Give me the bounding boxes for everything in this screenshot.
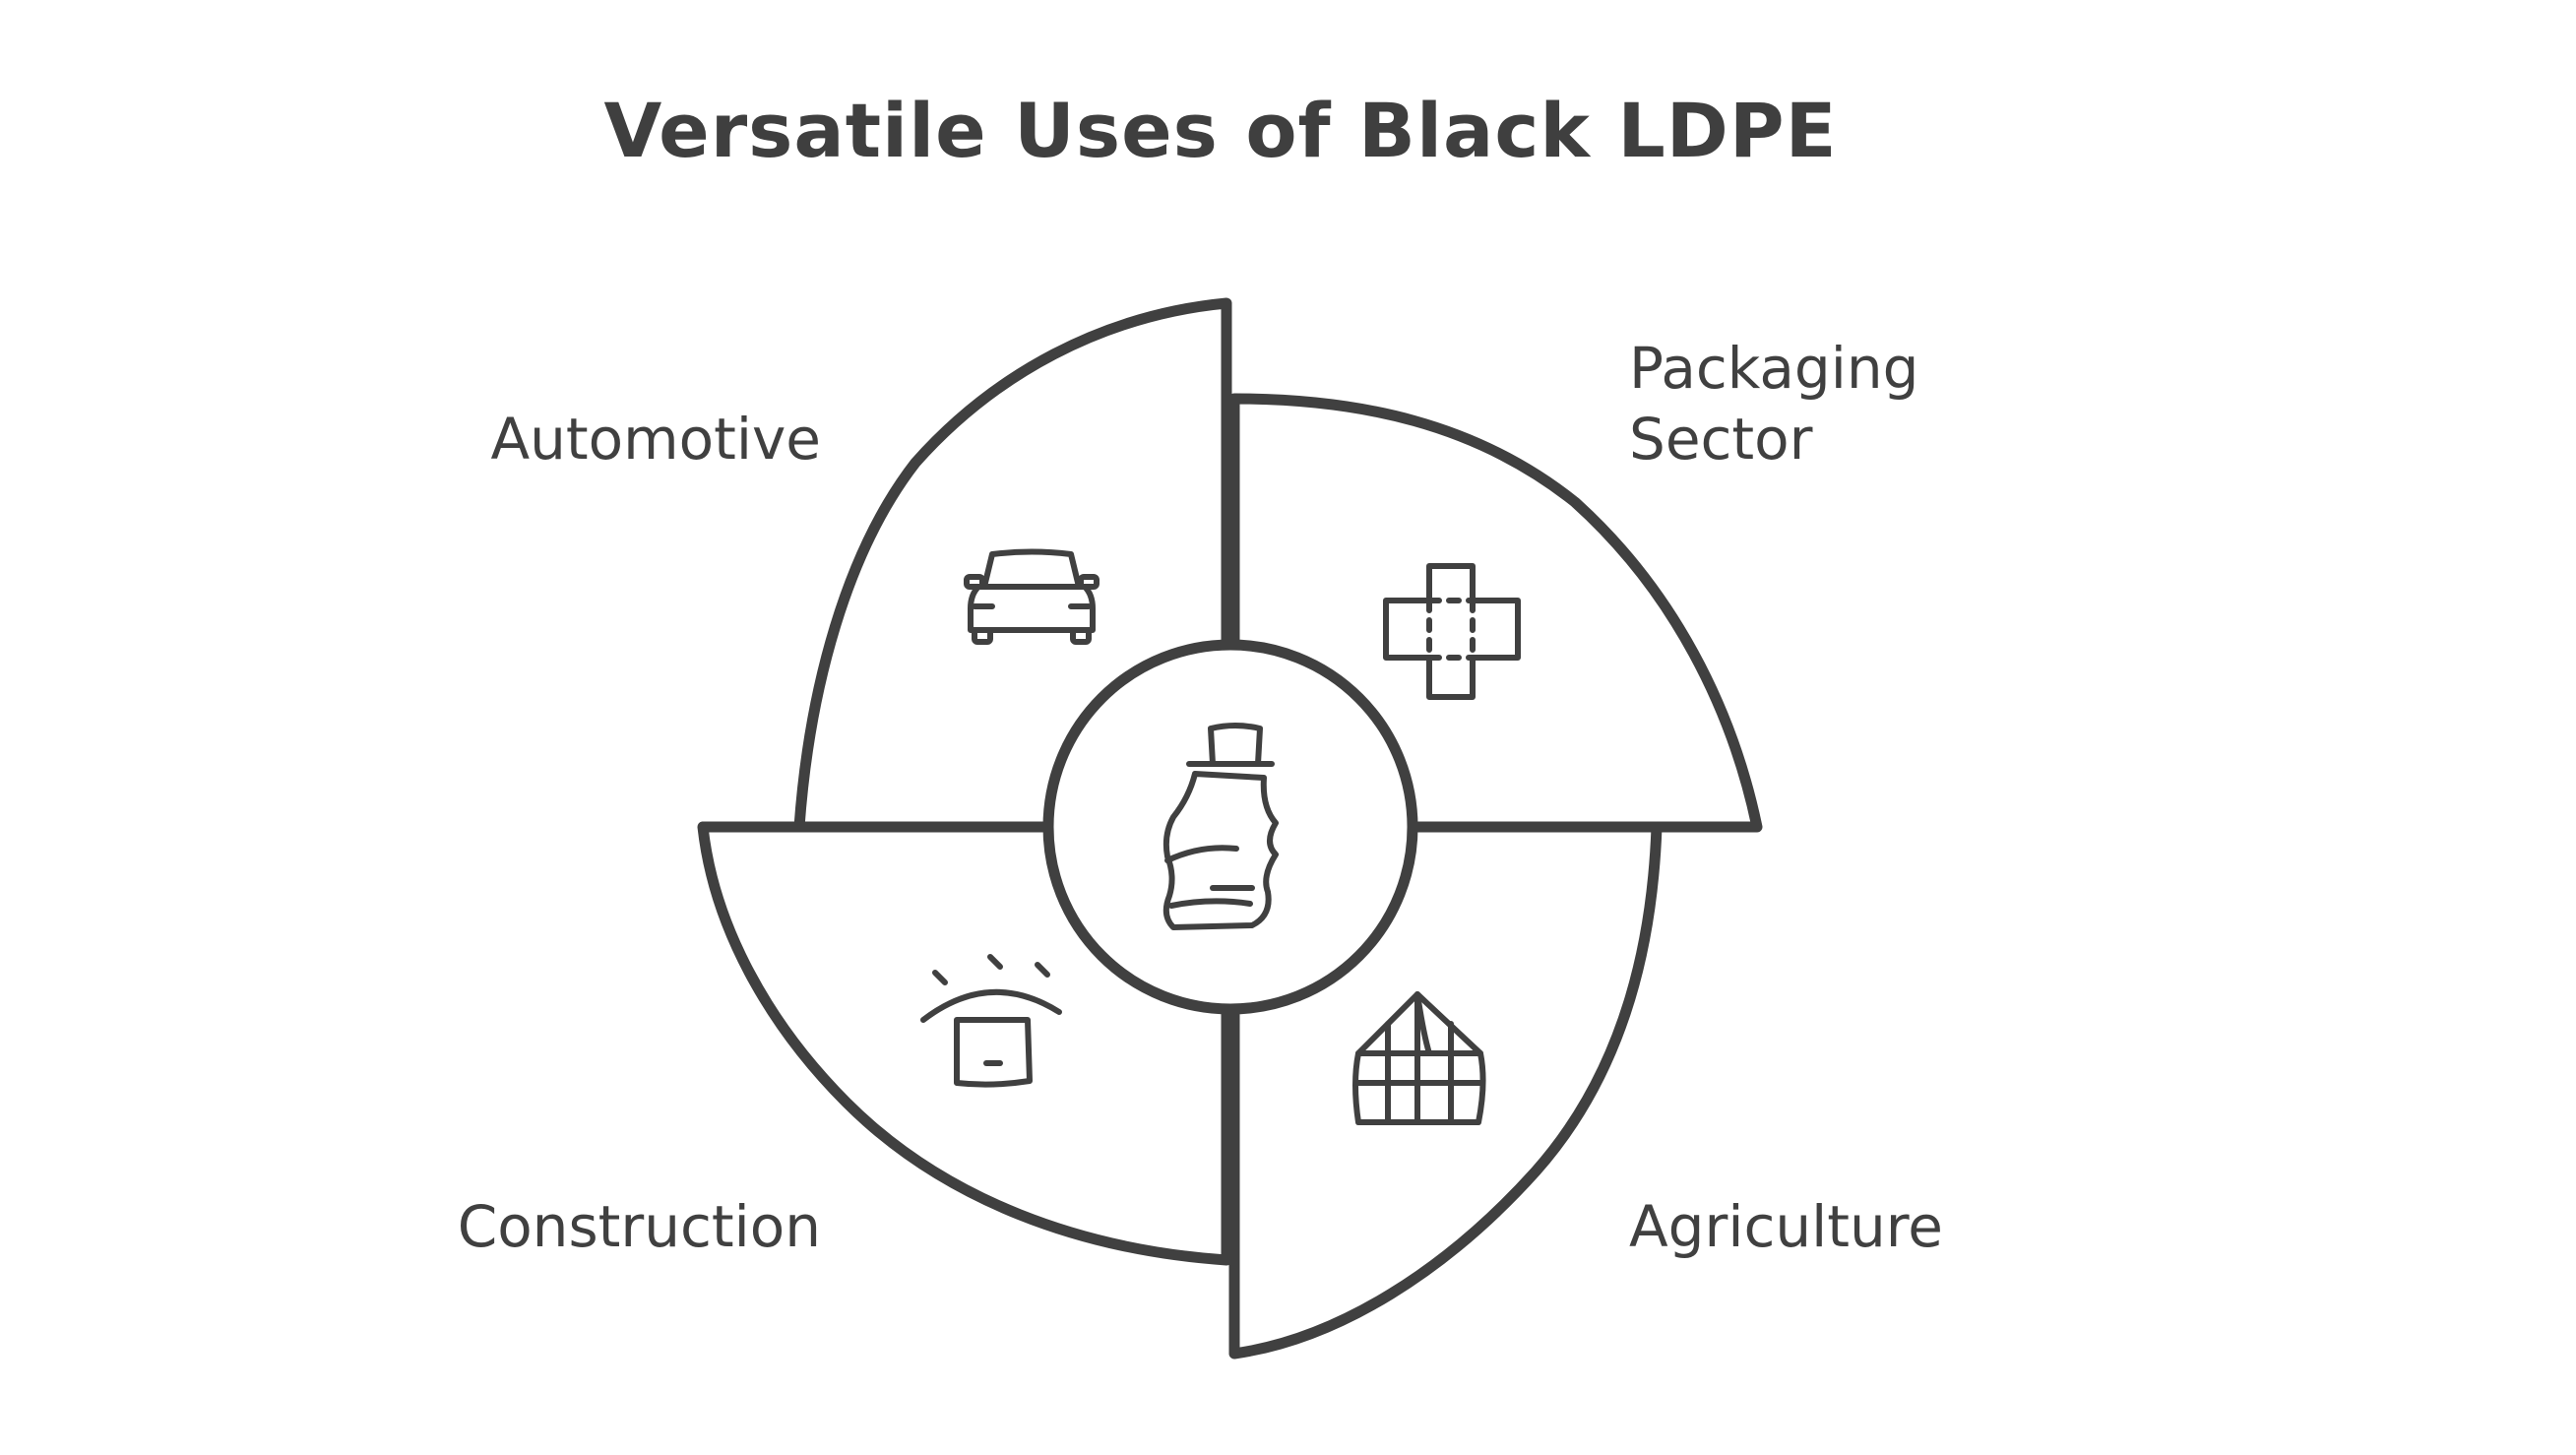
label-packaging-line2: Sector — [1629, 406, 1813, 473]
plastic-bottle-icon — [1162, 723, 1279, 930]
diagram-title: Versatile Uses of Black LDPE — [603, 87, 1838, 174]
greenhouse-icon — [1352, 991, 1486, 1125]
label-construction: Construction — [457, 1193, 821, 1260]
label-packaging-line1: Packaging — [1629, 335, 1919, 402]
center-circle — [1042, 639, 1418, 1015]
package-box-icon — [1383, 563, 1521, 700]
hard-hat-icon — [920, 954, 1062, 1088]
car-icon — [964, 548, 1100, 645]
label-automotive: Automotive — [490, 406, 821, 473]
label-packaging: Packaging Sector — [1629, 333, 2220, 474]
label-agriculture: Agriculture — [1629, 1193, 1943, 1260]
